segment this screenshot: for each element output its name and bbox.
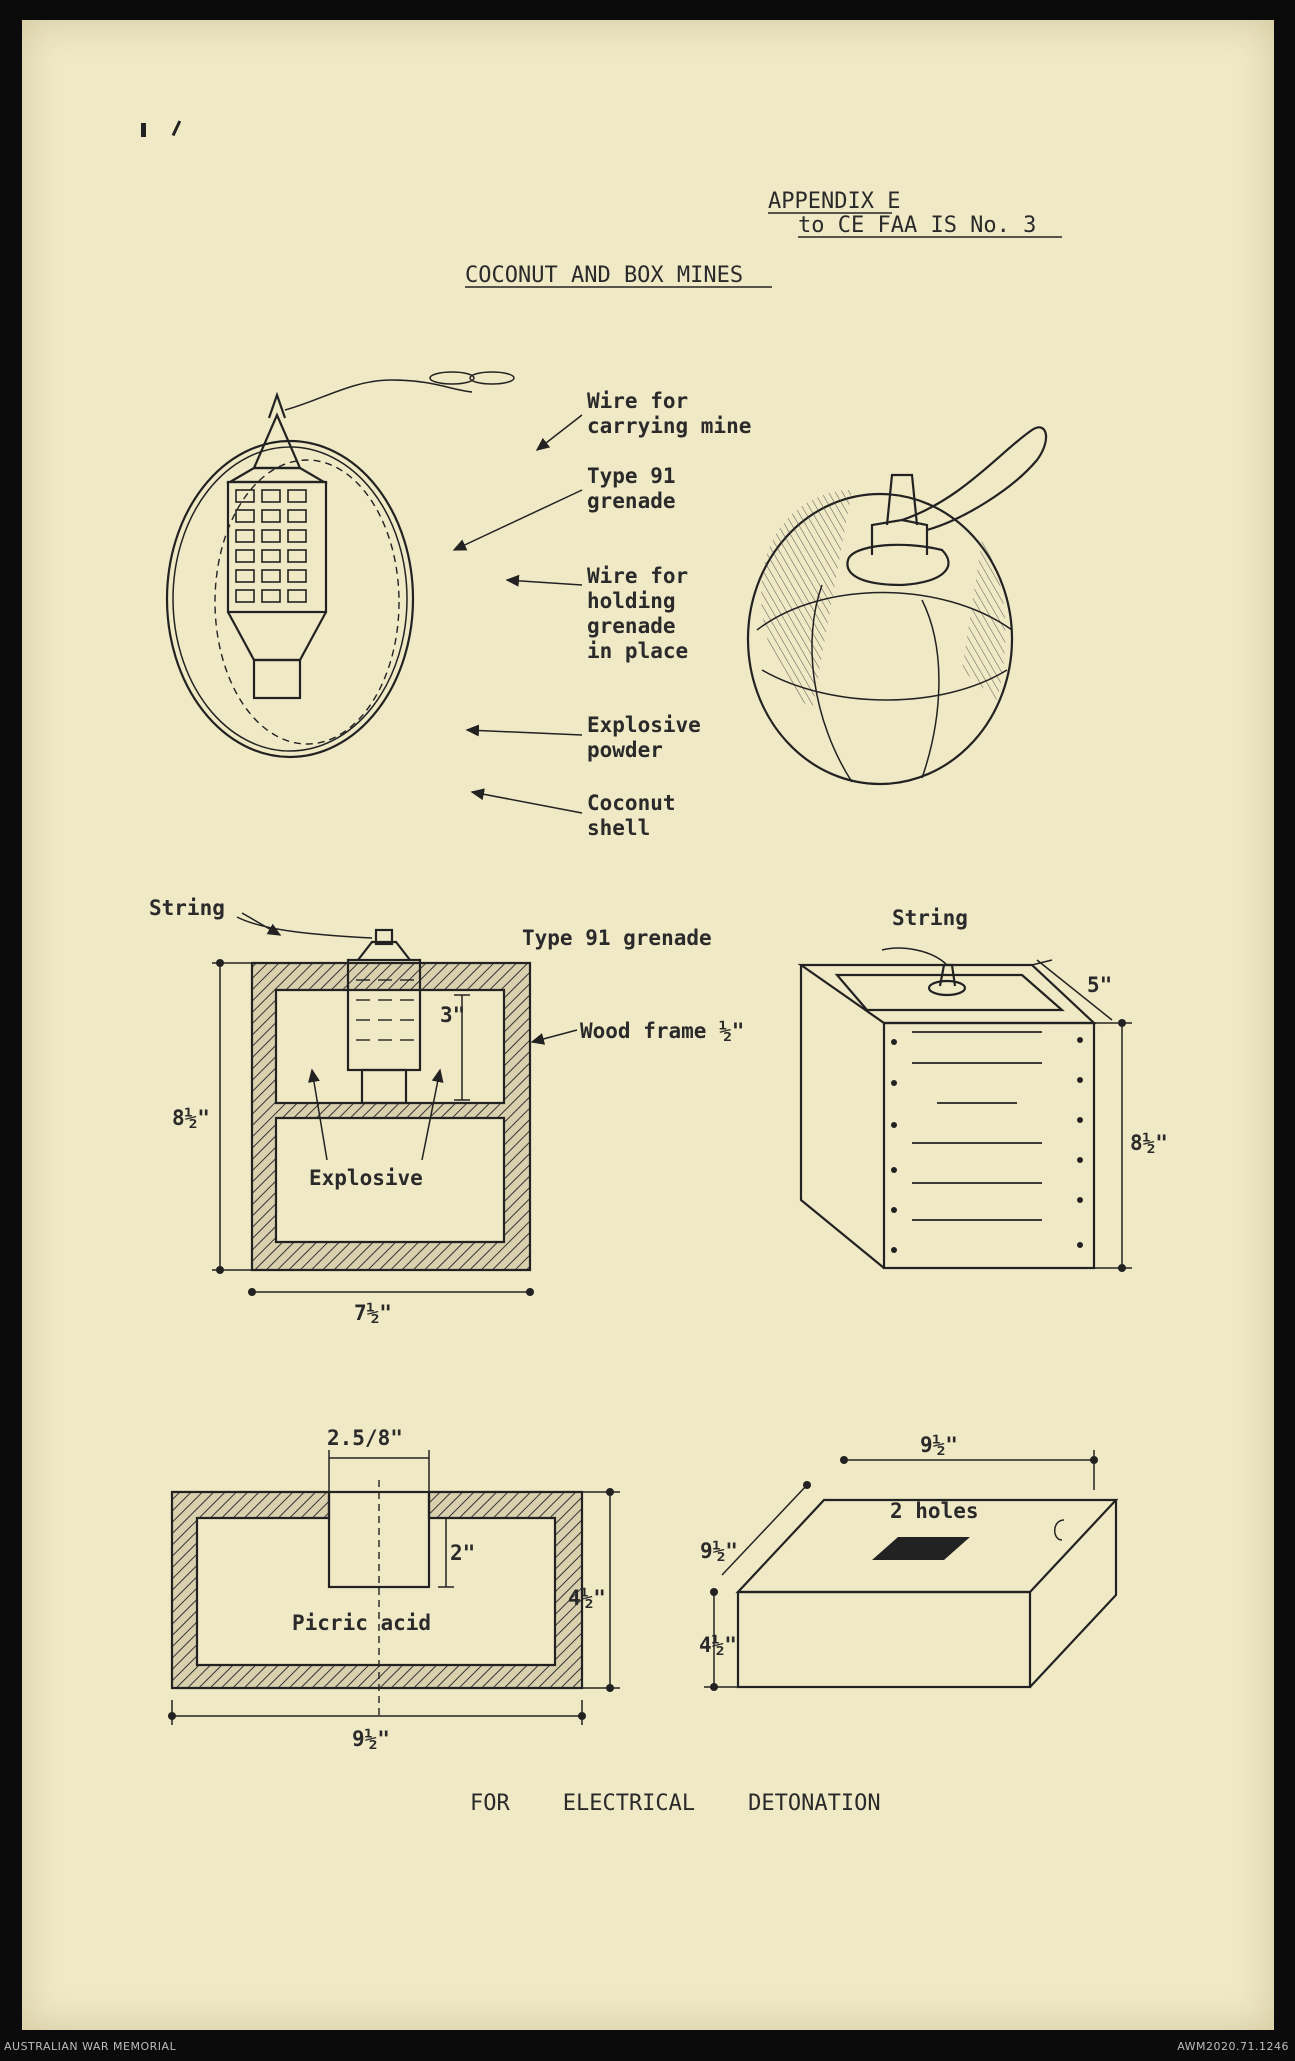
document-sheet: APPENDIX E to CE FAA IS No. 3 COCONUT AN…: [22, 20, 1274, 2030]
label-flat-width: 9½": [352, 1727, 390, 1751]
label-wire-hold-3: grenade: [587, 614, 676, 638]
box-mine-exterior: [797, 947, 1132, 1272]
footer-accession: AWM2020.71.1246: [1177, 2040, 1289, 2053]
label-wire-carry-1: Wire for: [587, 389, 688, 413]
label-wire-hold-2: holding: [587, 589, 676, 613]
reference-label: to CE FAA IS No. 3: [798, 213, 1036, 238]
label-wire-carry-2: carrying mine: [587, 414, 751, 438]
label-shell-2: shell: [587, 816, 650, 840]
label-side-height: 4½": [699, 1633, 737, 1657]
label-wire-hold-4: in place: [587, 639, 688, 663]
label-wood-frame: Wood frame ½": [580, 1019, 744, 1043]
box-mine-section: [212, 912, 578, 1296]
label-powder-2: powder: [587, 738, 663, 762]
label-explosive: Explosive: [309, 1166, 423, 1190]
label-grenade-1: Type 91: [587, 464, 676, 488]
label-height-left: 8½": [172, 1106, 210, 1130]
label-side-width: 9½": [700, 1539, 738, 1563]
page-title: COCONUT AND BOX MINES: [465, 263, 743, 288]
label-wire-hold-1: Wire for: [587, 564, 688, 588]
footer-institution: AUSTRALIAN WAR MEMORIAL: [4, 2040, 177, 2053]
label-powder-1: Explosive: [587, 713, 701, 737]
label-flat-height: 4½": [568, 1586, 606, 1610]
label-top-dim: 5": [1087, 973, 1112, 997]
appendix-label: APPENDIX E: [768, 189, 900, 214]
label-height-right: 8½": [1130, 1131, 1168, 1155]
appendix-drawing: APPENDIX E to CE FAA IS No. 3 COCONUT AN…: [141, 120, 1168, 1816]
label-depth: 3": [440, 1003, 465, 1027]
coconut-mine-exterior: [746, 426, 1048, 786]
label-string-right: String: [892, 906, 968, 930]
label-top-width: 9½": [920, 1433, 958, 1457]
flat-mine-exterior: [704, 1450, 1119, 1691]
label-width: 7½": [354, 1301, 392, 1325]
punch-marks: [141, 120, 182, 137]
label-picric-acid: Picric acid: [292, 1611, 431, 1635]
label-hole-depth: 2": [450, 1541, 475, 1565]
label-hole-width: 2.5/8": [327, 1426, 403, 1450]
coconut-mine-cutaway: [165, 371, 515, 759]
label-shell-1: Coconut: [587, 791, 676, 815]
label-two-holes: 2 holes: [890, 1499, 979, 1523]
label-grenade-2: grenade: [587, 489, 676, 513]
label-box-grenade: Type 91 grenade: [522, 926, 712, 950]
caption: FOR ELECTRICAL DETONATION: [470, 1791, 881, 1816]
label-string-left: String: [149, 896, 225, 920]
flat-mine-section: [168, 1450, 620, 1725]
